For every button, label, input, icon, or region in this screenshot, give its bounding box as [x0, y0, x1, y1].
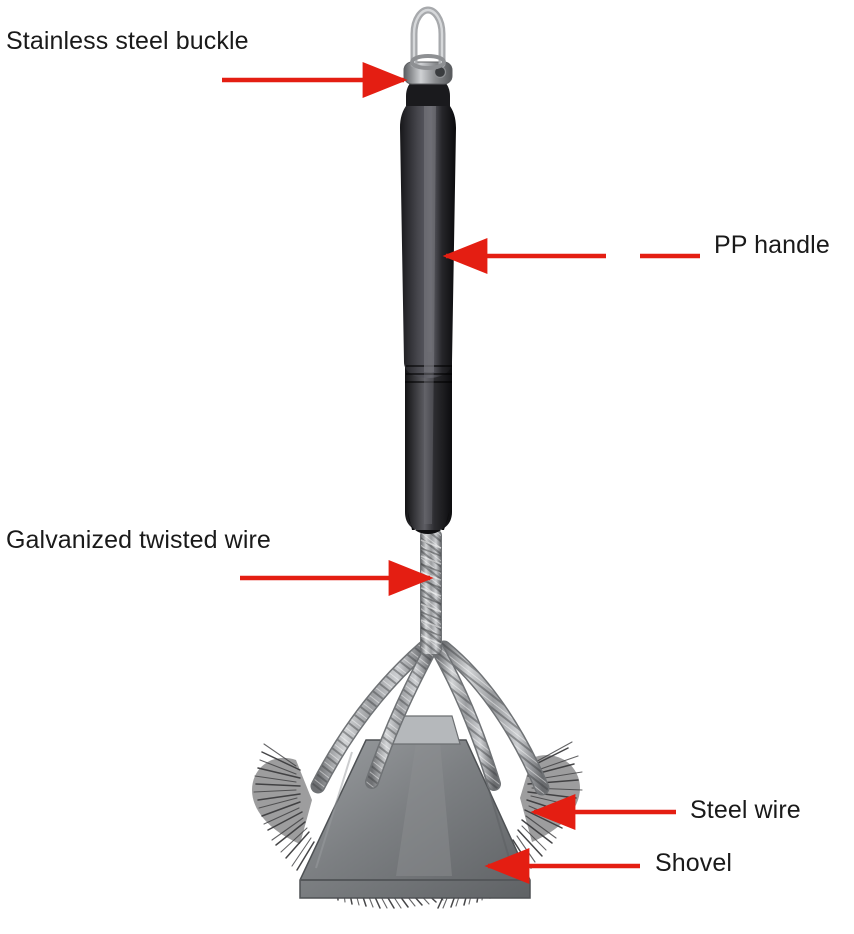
pp-handle: [400, 76, 456, 534]
galvanized-twisted-wire-arms: [310, 640, 550, 796]
shovel-blade: [299, 739, 531, 899]
callout-label-galvanized-twisted-wire: Galvanized twisted wire: [6, 526, 271, 554]
callout-label-pp-handle: PP handle: [714, 231, 830, 259]
callout-label-shovel: Shovel: [655, 849, 733, 877]
callout-label-steel-wire: Steel wire: [690, 796, 801, 824]
stainless-steel-buckle: [403, 6, 453, 85]
callout-label-stainless-steel-buckle: Stainless steel buckle: [6, 27, 249, 55]
arrow-gap-mask: [606, 250, 640, 262]
callout-arrows: [222, 62, 700, 884]
galvanized-twisted-wire-shaft: [420, 530, 442, 654]
